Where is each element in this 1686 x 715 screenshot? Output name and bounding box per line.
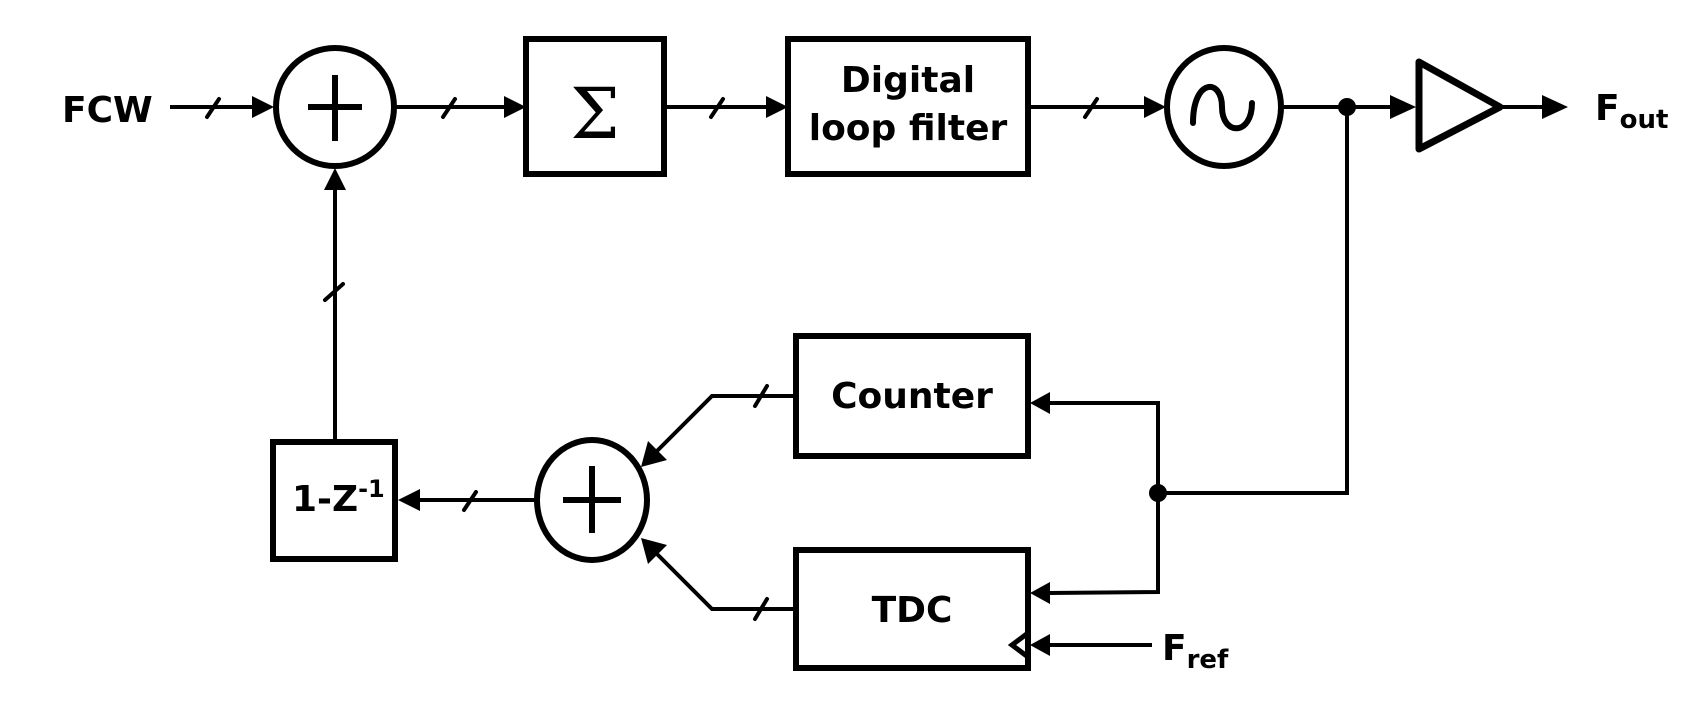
sine-wave-icon (1190, 83, 1255, 132)
wire-counter-to-adder (641, 384, 796, 467)
wire-feedback-from-dco (1158, 107, 1349, 495)
wire-fref-to-tdc (1030, 634, 1152, 656)
adder-bottom (534, 437, 650, 563)
wire-accumulator-to-loop-filter (664, 96, 788, 119)
tdc-label: TDC (872, 590, 953, 631)
sigma-symbol: Σ (570, 73, 620, 155)
arrow-head (641, 538, 667, 564)
wire-split-to-tdc (1030, 493, 1160, 604)
loop-filter-label-1: Digital (841, 60, 975, 101)
wire-differentiator-to-adder (323, 168, 346, 442)
arrow-head (1030, 634, 1050, 656)
counter-block: Counter (793, 333, 1031, 459)
counter-label: Counter (831, 376, 993, 417)
bus-slash (323, 282, 345, 302)
bus-slash (1083, 97, 1099, 119)
tdc-block: TDC (793, 547, 1031, 671)
wire-split-to-counter (1030, 392, 1160, 493)
wire-loop-filter-to-dco (1028, 96, 1166, 119)
bus-slash (709, 97, 725, 119)
arrow-head (324, 168, 346, 190)
bus-slash (441, 97, 457, 119)
bus-slash (462, 490, 478, 512)
adder-top (273, 45, 397, 169)
output-buffer-triangle (1415, 58, 1504, 153)
bus-slash (205, 97, 221, 119)
clock-input-marker (1007, 631, 1030, 659)
accumulator-block: Σ (523, 36, 667, 177)
arrow-head (504, 96, 526, 118)
fcw-label: FCW (62, 90, 153, 131)
arrow-head (1542, 95, 1568, 119)
loop-filter-label-2: loop filter (809, 108, 1008, 149)
arrow-head (766, 96, 788, 118)
arrow-head (1390, 95, 1416, 119)
bus-slash (753, 597, 769, 621)
fref-label: Fref (1162, 628, 1229, 675)
arrow-head (1030, 582, 1050, 604)
bus-slash (753, 384, 769, 408)
differentiator-block: 1-Z-1 (270, 439, 398, 562)
arrow-head (398, 489, 420, 511)
wire-adder-to-accumulator (394, 96, 526, 119)
differentiator-label: 1-Z-1 (292, 475, 385, 520)
wire-adder-to-differentiator (398, 489, 537, 512)
arrow-head (641, 441, 667, 467)
arrow-head (1144, 96, 1166, 118)
loop-filter-block: Digital loop filter (785, 36, 1031, 177)
fout-label: Fout (1595, 88, 1668, 135)
wire-tdc-to-adder (641, 538, 796, 621)
arrow-head (252, 96, 274, 118)
wire-buffer-to-fout (1500, 95, 1568, 119)
dco-oscillator (1164, 45, 1284, 169)
wire-fcw-to-adder (170, 96, 274, 119)
arrow-head (1030, 392, 1050, 414)
